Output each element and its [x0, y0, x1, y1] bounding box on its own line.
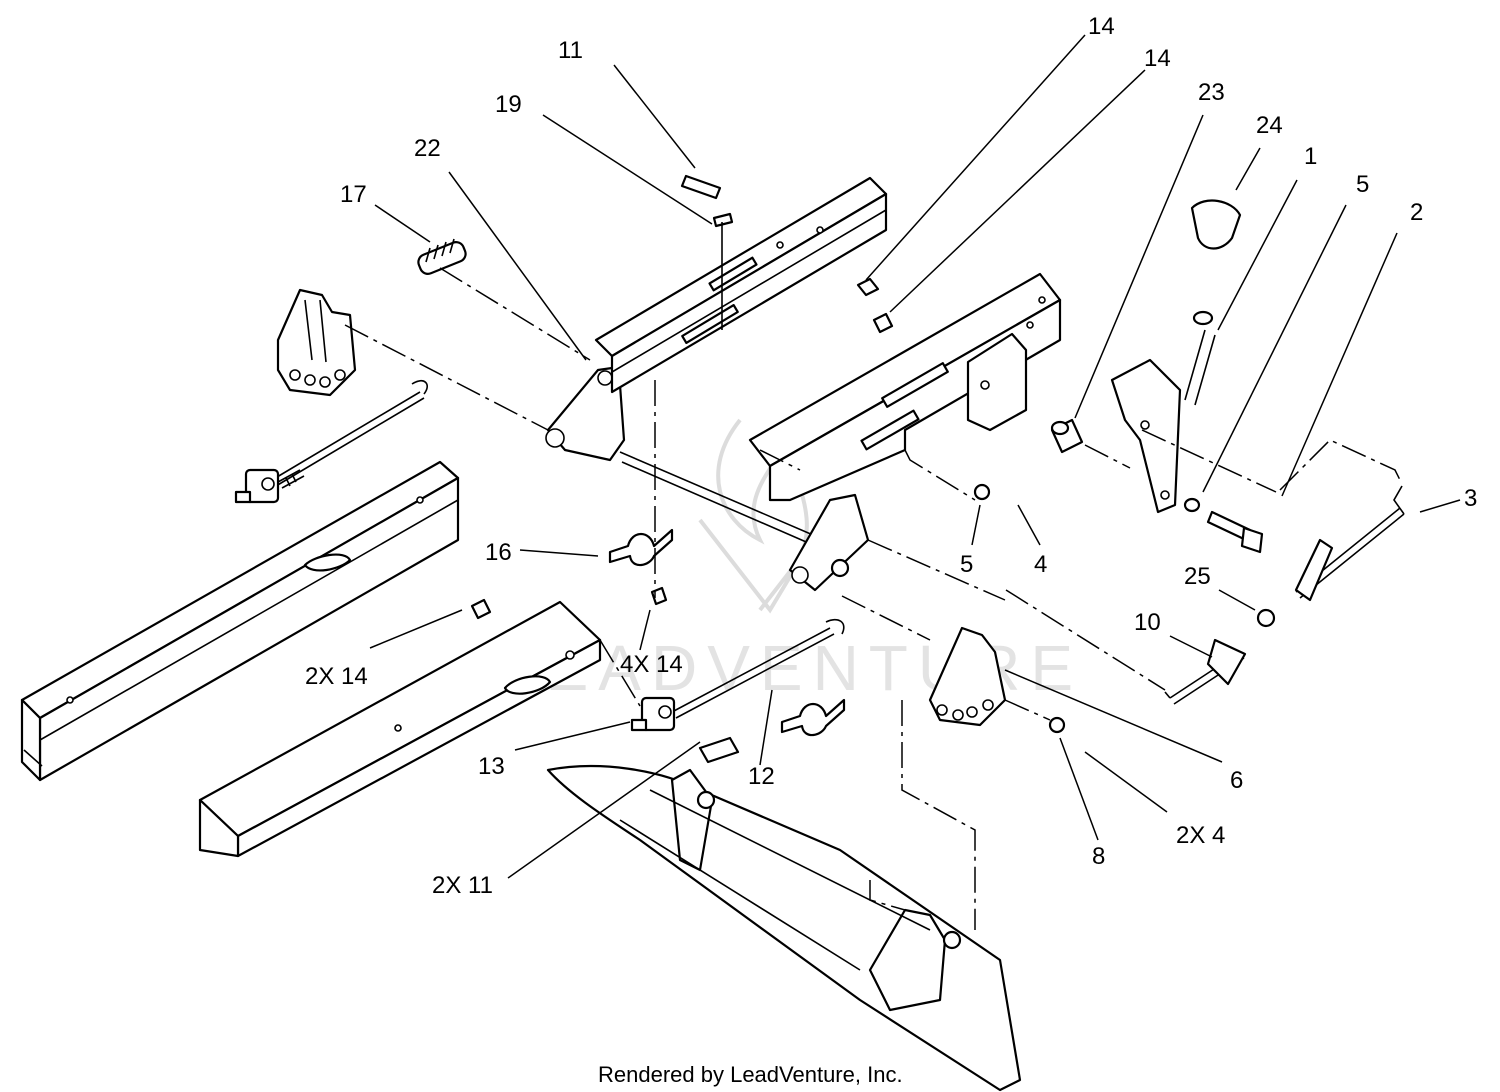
left-frame-rail[interactable]	[20, 460, 460, 782]
callout-1: 1	[1304, 143, 1317, 170]
bushing-part[interactable]	[1050, 418, 1084, 454]
lift-shaft-assembly[interactable]	[545, 366, 870, 592]
callout-labels: 11 19 22 17 14 14 23 24 1 5 2 3 5 4 16 4…	[305, 13, 1477, 899]
callout-24: 24	[1256, 112, 1283, 139]
callout-2x14: 2X 14	[305, 663, 368, 690]
callout-22: 22	[414, 135, 441, 162]
control-rod[interactable]	[1164, 485, 1405, 705]
callout-11: 11	[558, 37, 583, 64]
callout-19: 19	[495, 91, 522, 118]
callout-14: 14	[1144, 45, 1171, 72]
right-frame-member[interactable]	[748, 272, 1062, 502]
callout-17: 17	[340, 181, 367, 208]
shaft-clamp[interactable]	[608, 528, 674, 567]
front-frame-rail[interactable]	[198, 600, 602, 858]
callout-16: 16	[485, 539, 512, 566]
callout-23: 23	[1198, 79, 1225, 106]
callout-25: 25	[1184, 563, 1211, 590]
callout-10: 10	[1134, 609, 1161, 636]
callout-13: 13	[478, 753, 505, 780]
callout-14: 14	[1088, 13, 1115, 40]
assembly-lines	[344, 267, 1401, 930]
deck-hanger-arm[interactable]	[546, 765, 1022, 1092]
callout-2x4: 2X 4	[1176, 822, 1225, 849]
callout-5: 5	[960, 551, 973, 578]
callout-5: 5	[1356, 171, 1369, 198]
lever-knob[interactable]	[1190, 199, 1242, 250]
callout-8: 8	[1092, 843, 1105, 870]
callout-2x11: 2X 11	[432, 872, 493, 899]
pivot-plate-left[interactable]	[276, 288, 357, 397]
shaft-clamp-2[interactable]	[780, 698, 846, 737]
pivot-plate-right[interactable]	[928, 626, 1007, 727]
callout-4: 4	[1034, 551, 1047, 578]
callout-4x14: 4X 14	[620, 651, 683, 678]
callout-3: 3	[1464, 485, 1477, 512]
upper-center-rail[interactable]	[594, 176, 888, 394]
hardware-nuts[interactable]	[470, 174, 1066, 734]
lever-bolt[interactable]	[1183, 497, 1264, 554]
spring-part[interactable]	[416, 238, 468, 276]
adjuster-rod-left[interactable]	[234, 379, 428, 504]
adjuster-rod-right[interactable]	[630, 618, 845, 764]
leader-lines	[369, 34, 1461, 879]
callout-6: 6	[1230, 767, 1243, 794]
lift-lever[interactable]	[1110, 310, 1216, 514]
callout-2: 2	[1410, 199, 1423, 226]
footer-credit: Rendered by LeadVenture, Inc.	[598, 1062, 903, 1087]
callout-12: 12	[748, 763, 775, 790]
